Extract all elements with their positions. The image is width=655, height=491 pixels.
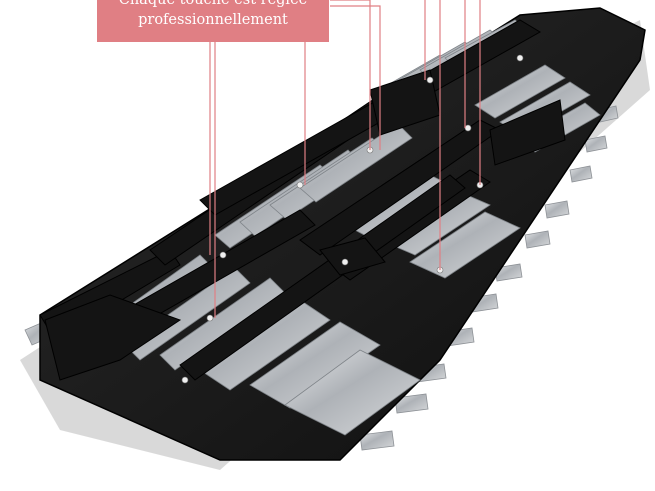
- rivets: [181, 54, 524, 384]
- feature-callout: Chaque touche est réglée professionnelle…: [97, 0, 329, 42]
- callout-line-2: professionnellement: [138, 12, 288, 28]
- callout-line-1: Chaque touche est réglée: [118, 0, 308, 8]
- callout-leader-lines: [209, 0, 481, 318]
